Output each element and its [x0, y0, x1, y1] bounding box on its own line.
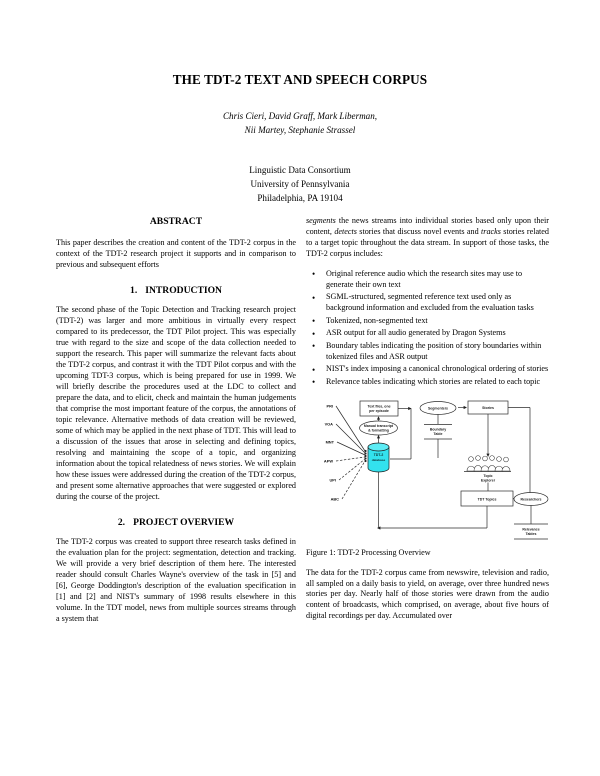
relevance-tables-node: Relevance Tables [514, 523, 548, 539]
svg-text:TDT Topics: TDT Topics [478, 497, 497, 501]
author-list: Chris Cieri, David Graff, Mark Liberman,… [55, 109, 545, 137]
tdt-topics-box: TDT Topics [377, 490, 522, 530]
author-line-2: Nii Martey, Stephanie Strassel [244, 124, 356, 135]
svg-text:Text files, one: Text files, one [367, 404, 390, 408]
svg-text:VOA: VOA [325, 421, 334, 426]
svg-text:ABC: ABC [331, 496, 340, 501]
svg-text:PRI: PRI [327, 403, 334, 408]
section-heading-project-overview: 2. PROJECT OVERVIEW [56, 517, 296, 529]
source-feed-lines [335, 405, 367, 499]
svg-text:MNT: MNT [326, 439, 335, 444]
svg-text:per episode: per episode [369, 409, 389, 413]
abstract-heading: ABSTRACT [149, 216, 203, 227]
section-title-2: PROJECT OVERVIEW [133, 516, 235, 528]
topic-explorer-node: Topic Explorer [464, 454, 511, 491]
manual-transcript-node: Manual transcript & formatting [359, 420, 398, 443]
page-title: THE TDT-2 TEXT AND SPEECH CORPUS [172, 72, 428, 87]
list-item: Original reference audio which the resea… [306, 268, 549, 291]
author-line-1: Chris Cieri, David Graff, Mark Liberman, [222, 110, 378, 121]
list-item: SGML-structured, segmented reference tex… [306, 292, 549, 314]
introduction-body: The second phase of the Topic Detection … [56, 305, 296, 501]
svg-text:Stories: Stories [482, 406, 494, 410]
affiliation-line-2: University of Pennsylvania [250, 178, 350, 189]
svg-text:TDT-2: TDT-2 [374, 453, 384, 457]
term-detects: detects [334, 226, 357, 236]
project-overview-body: The TDT-2 corpus was created to support … [56, 537, 296, 624]
list-item: Tokenized, non-segmented text [306, 315, 549, 327]
text-files-routing [390, 406, 412, 459]
svg-text:Researchers: Researchers [520, 497, 541, 501]
researchers-node: Researchers [513, 491, 549, 524]
list-item: Relevance tables indicating which storie… [306, 376, 549, 388]
corpus-contents-list: Original reference audio which the resea… [306, 268, 549, 388]
svg-text:UPI: UPI [330, 477, 337, 482]
section-number-2: 2. [117, 516, 126, 528]
corpus-data-body: The data for the TDT-2 corpus came from … [306, 567, 549, 621]
title-block: THE TDT-2 TEXT AND SPEECH CORPUS Chris C… [55, 72, 545, 205]
term-segments: segments [306, 216, 336, 225]
section-heading-introduction: 1. INTRODUCTION [56, 285, 296, 297]
left-column: ABSTRACT This paper describes the creati… [56, 216, 296, 625]
abstract-body: This paper describes the creation and co… [56, 237, 296, 269]
svg-text:Explorer: Explorer [481, 478, 496, 482]
svg-text:Topic: Topic [483, 474, 492, 478]
text-files-box: Text files, one per episode [359, 400, 399, 421]
affiliation-line-3: Philadelphia, PA 19104 [257, 192, 343, 203]
list-item: NIST's index imposing a canonical chrono… [306, 364, 549, 376]
boundary-table-node: Boundary Table [424, 423, 452, 458]
section-title-1: INTRODUCTION [145, 284, 222, 296]
term-tracks: tracks [481, 226, 501, 236]
svg-text:Boundary: Boundary [430, 427, 446, 431]
figure-1-caption: Figure 1: TDT-2 Processing Overview [306, 547, 431, 557]
right-column: segments the news streams into individua… [306, 216, 549, 622]
source-labels: PRI VOA MNT APW UPI ABC [324, 403, 339, 501]
affiliation-line-1: Linguistic Data Consortium [249, 164, 351, 175]
svg-text:APW: APW [324, 458, 333, 463]
lead-text-part-1: the news streams into individual stories… [306, 216, 549, 236]
svg-text:Table: Table [434, 432, 443, 436]
affiliation-block: Linguistic Data Consortium University of… [55, 163, 545, 205]
stories-box: Stories [458, 400, 531, 499]
list-item: ASR output for all audio generated by Dr… [306, 328, 549, 340]
figure-1-diagram: PRI VOA MNT APW UPI ABC TDT-2 database [306, 396, 549, 544]
lead-text-part-3: stories related to a target topic throug… [306, 226, 549, 258]
svg-text:& formatting: & formatting [368, 428, 389, 432]
tdt2-database-cylinder: TDT-2 database [367, 442, 390, 472]
svg-text:database: database [372, 458, 386, 462]
lead-text-part-2: stories that discuss novel events and [356, 226, 482, 236]
svg-text:Tables: Tables [526, 532, 537, 536]
tasks-lead-paragraph: segments the news streams into individua… [306, 216, 549, 260]
segmenters-node: Segmenters [419, 400, 457, 424]
section-number-1: 1. [130, 284, 138, 296]
list-item: Boundary tables indicating the position … [306, 340, 549, 363]
people-group-icon [466, 454, 511, 471]
svg-text:Manual transcript: Manual transcript [364, 424, 394, 428]
processing-overview-svg: PRI VOA MNT APW UPI ABC TDT-2 database [324, 400, 549, 539]
svg-text:Relevance: Relevance [522, 527, 539, 531]
svg-text:Segmenters: Segmenters [428, 406, 448, 410]
